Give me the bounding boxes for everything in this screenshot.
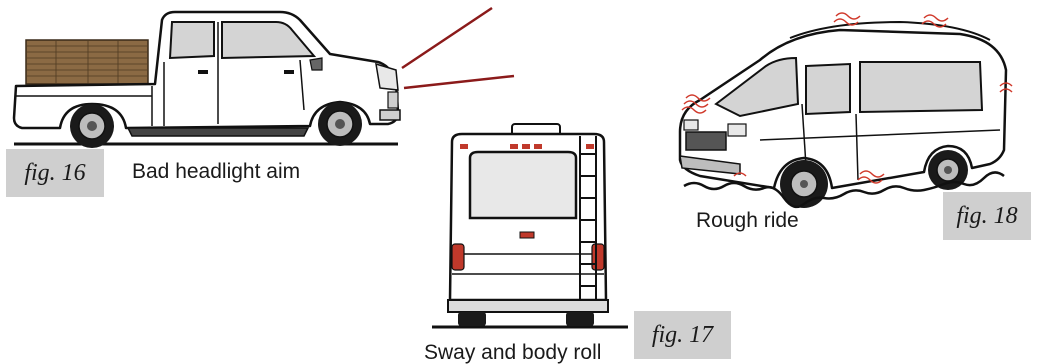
caption-rough-ride: Rough ride (696, 210, 799, 231)
headlight-beam-lower (404, 76, 514, 88)
rear-wheel (70, 104, 114, 148)
caption-bad-headlight-aim: Bad headlight aim (132, 161, 300, 182)
pickup-truck-illustration (14, 8, 514, 148)
figure-label-17-text: fig. 17 (652, 322, 713, 349)
figure-label-16-text: fig. 16 (24, 160, 85, 187)
figure-label-16: fig. 16 (6, 149, 104, 197)
figure-label-18-text: fig. 18 (956, 203, 1017, 230)
caption-sway-and-body-roll: Sway and body roll (424, 342, 601, 363)
motorhome-rear-illustration (432, 124, 628, 327)
camper-van-illustration (680, 13, 1012, 208)
front-wheel (318, 102, 362, 146)
figure-label-17: fig. 17 (634, 311, 731, 359)
headlight-beam-upper (402, 8, 492, 68)
figure-label-18: fig. 18 (943, 192, 1031, 240)
cargo-load (26, 40, 148, 84)
